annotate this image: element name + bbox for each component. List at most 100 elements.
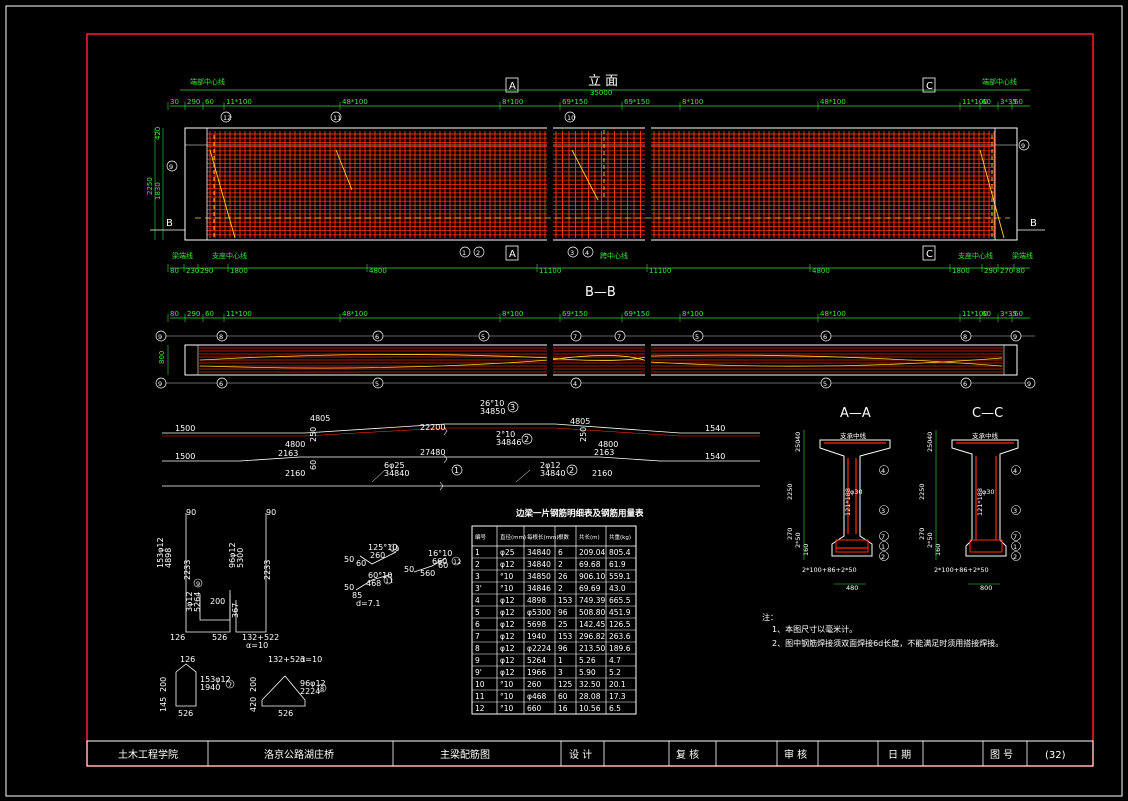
rebar-bubble-label: 12 (223, 114, 231, 122)
title-block: 土木工程学院 洛京公路湖庄桥 主梁配筋图 设 计 复 核 审 核 日 期 图 号… (86, 740, 1094, 767)
elevation-top-dim: 60 (205, 98, 214, 106)
elevation-top-dim: 11*100 (226, 98, 252, 106)
section-bubble-label: 2 (1013, 553, 1017, 561)
plan-bubble-label: 8 (219, 333, 223, 341)
h1-bot: 526 (178, 709, 193, 718)
table-cell: 34840 (527, 560, 551, 569)
table-cell: 34846 (527, 584, 551, 593)
table-cell: 209.04 (579, 548, 605, 557)
g3-num: 12 (453, 558, 461, 566)
cut-b-left: B (166, 218, 173, 229)
stirrup-shapes: 90 153φ12 4898 2233 126 9 90 96φ12 5300 … (156, 508, 461, 718)
table-cell: φ2224 (527, 644, 551, 653)
table-cell: 5 (475, 608, 480, 617)
bar3-len2: 34840 (540, 469, 565, 478)
elevation-bottom-end-note: 梁端线 (1012, 251, 1033, 260)
bar1-right: 1540 (705, 424, 725, 433)
rebar-bubble (582, 246, 594, 258)
section-bubble-label: 4 (1013, 467, 1017, 475)
elevation-bottom-dim: 80 (170, 267, 179, 275)
tb-drawing: 主梁配筋图 (440, 748, 490, 761)
section-bubble (879, 465, 889, 475)
elevation-bottom-dim: 1800 (952, 267, 970, 275)
elevation-total: 35000 (590, 89, 612, 97)
section-side-label: 121*188 (976, 488, 984, 516)
g2-c: d=7.1 (356, 599, 381, 608)
rebar-bubble-label: 11 (333, 114, 341, 122)
plan-top-dim: 11*100 (962, 310, 988, 318)
table-cell: 805.4 (609, 548, 631, 557)
table-header: 直径(mm) (500, 533, 526, 541)
rebar-bubble-label: 9 (1021, 142, 1025, 150)
table-cell: 213.50 (579, 644, 605, 653)
elevation-bottom-dim: 290 (200, 267, 213, 275)
table-cell: 69.68 (579, 560, 601, 569)
section-bubble (1011, 551, 1021, 561)
rebar-bubble-label: 1 (462, 249, 466, 257)
h2-note: α=10 (300, 655, 322, 664)
table-cell: 1 (558, 656, 563, 665)
table-cell: 34840 (527, 548, 551, 557)
tb-review: 审 核 (784, 748, 807, 761)
section-dim: 160 (802, 544, 810, 556)
cut-a-bottom: A (509, 249, 516, 260)
elevation-bottom-dim: 270 (1000, 267, 1013, 275)
table-cell: 34850 (527, 572, 551, 581)
bar1-seg1: 4805 (310, 414, 330, 423)
table-cell: 2 (558, 560, 563, 569)
rebar-bubble (1018, 139, 1030, 151)
table-cell: 10.56 (579, 704, 601, 713)
plan-top-dim: 69*150 (562, 310, 588, 318)
table-cell: 6 (558, 548, 563, 557)
elevation-top-dim: 30 (170, 98, 179, 106)
bar2-left: 1500 (175, 452, 195, 461)
h2-b: 420 (249, 697, 258, 712)
table-cell: 296.82 (579, 632, 605, 641)
section-dim: 270 (918, 528, 926, 540)
table-cell: φ12 (500, 596, 515, 605)
s2-len: 5300 (236, 548, 245, 568)
bar1-h1: 250 (309, 427, 318, 442)
table-cell: 7 (475, 632, 480, 641)
plan-bubble-top (1010, 330, 1022, 342)
plan-bent-bar (199, 354, 1003, 367)
bar1-seg2: 4800 (285, 440, 305, 449)
bar2-len: 34846 (496, 438, 521, 447)
plan-bubble-label: 4 (573, 380, 577, 388)
table-cell: 142.45 (579, 620, 605, 629)
plan-bubble-bottom (216, 377, 228, 389)
h2-a: 200 (249, 677, 258, 692)
table-cell: φ468 (527, 692, 546, 701)
section-width: 800 (980, 584, 992, 592)
table-cell: 16 (558, 704, 568, 713)
tb-date: 日 期 (888, 749, 911, 761)
section-bubble (1011, 541, 1021, 551)
bar2-h: 60 (309, 460, 318, 470)
elevation-left-dim: 1830 (154, 182, 162, 200)
elevation-bottom-left-note: 支座中心线 (212, 251, 247, 260)
table-cell: 10 (475, 680, 485, 689)
s3-label: 3φ12 (185, 591, 194, 612)
section-side-label: 121*188 (844, 488, 852, 516)
h1-b: 145 (159, 697, 168, 712)
table-cell: 2 (558, 584, 563, 593)
bar3-len1: 34840 (384, 469, 409, 478)
elevation-bottom-dim: 4800 (812, 267, 830, 275)
section-cc-title: C—C (972, 406, 1003, 421)
h1-a: 200 (159, 677, 168, 692)
h2-len: 2224 (300, 687, 320, 696)
table-cell: 1940 (527, 632, 546, 641)
g2-len: 468 (366, 579, 381, 588)
rebar-table: 边梁一片钢筋明细表及钢筋用量表 编号直径(mm)每根长(mm)根数共长(m)共重… (471, 508, 644, 715)
g3-len: 660 (432, 557, 447, 566)
section-dim: 250 (794, 440, 802, 452)
rebar-bubble-label: 2 (476, 249, 480, 257)
plan-bubble-label: 5 (823, 380, 827, 388)
elevation-top-dim: 8*100 (682, 98, 703, 106)
section-bubble-label: 7 (881, 533, 885, 541)
plan-bubble-top (820, 330, 832, 342)
plan-bubble-bottom (372, 377, 384, 389)
bent-bar (335, 149, 353, 191)
